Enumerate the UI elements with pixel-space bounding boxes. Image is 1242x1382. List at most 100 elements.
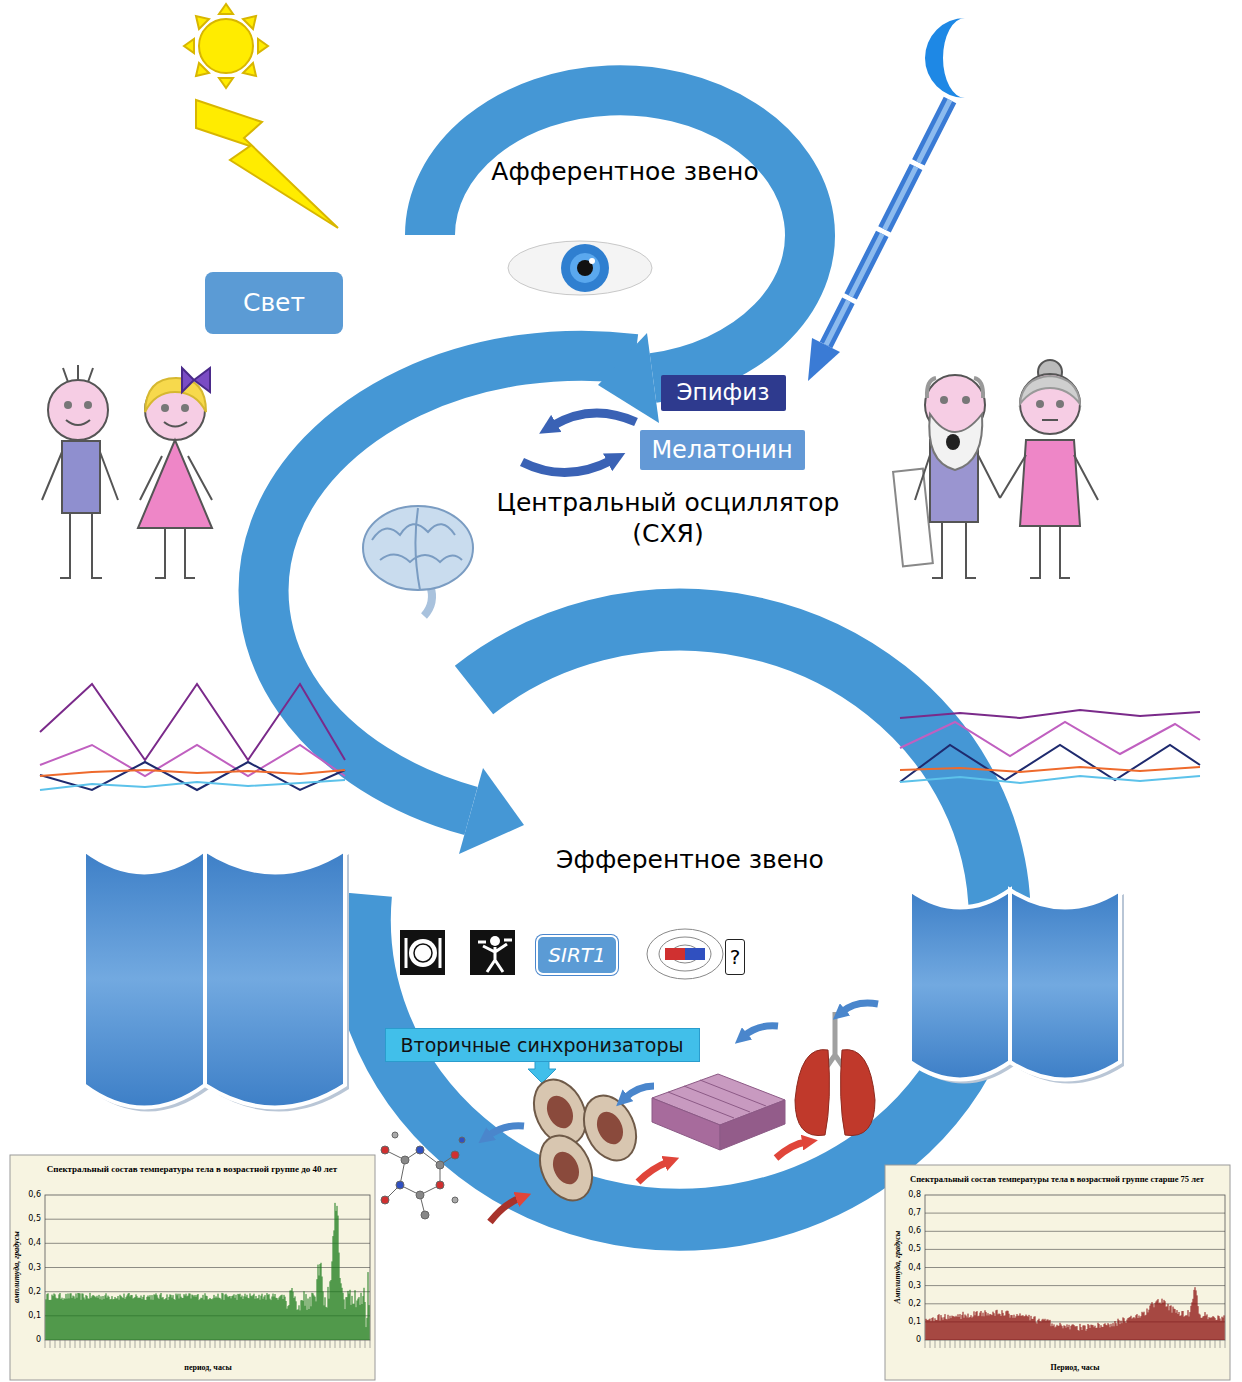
axis-ticks (925, 1340, 1225, 1348)
magnet-pole (685, 948, 705, 960)
brain (363, 506, 473, 590)
blue-arrow (625, 1086, 654, 1098)
chart-frame (10, 1155, 375, 1380)
afferent-arc (430, 90, 810, 378)
atom (451, 1151, 459, 1159)
wave-line (40, 770, 345, 776)
boy-body (62, 441, 100, 513)
tick-label: 0,4 (908, 1263, 921, 1273)
man-limbs (915, 455, 1000, 578)
tissue-icon (652, 1074, 785, 1150)
atom (392, 1132, 398, 1138)
node-text: Эпифиз (677, 379, 770, 407)
eye-icon (508, 241, 652, 295)
children-figures (42, 365, 212, 578)
tick-label: 0,3 (28, 1263, 41, 1273)
molecule-icon (381, 1132, 465, 1219)
woman-eye (1056, 400, 1064, 408)
boy-eye (64, 401, 72, 409)
wave-line (900, 745, 1200, 782)
sun-ray (184, 39, 194, 53)
eye-iris (561, 244, 609, 292)
axis-ticks (45, 1340, 370, 1348)
boy-eye (84, 401, 92, 409)
girl-eye (161, 404, 169, 412)
red-arrow (776, 1142, 806, 1158)
ribbon-panel (84, 850, 205, 1108)
ribbon-panel (205, 850, 345, 1108)
arc-arrow-head (459, 768, 524, 854)
atom (396, 1181, 404, 1189)
node-text: SIRT1 (548, 943, 605, 967)
man-hair (927, 378, 983, 398)
figure-head (490, 936, 500, 946)
blue-arrow (842, 1003, 878, 1012)
tick-label: 0,5 (28, 1214, 41, 1224)
plot-area (45, 1195, 370, 1340)
axis-label: Период, часы (1051, 1363, 1100, 1373)
man-mouth (946, 434, 960, 450)
nucleus (548, 1148, 584, 1189)
tick-label: 0,7 (908, 1208, 921, 1218)
gene-box: SIRT1 (536, 935, 617, 975)
chart-title: Спектральный состав температуры тела в в… (15, 1164, 370, 1175)
tick-label: 0,6 (28, 1190, 41, 1200)
plot-area (925, 1195, 1225, 1340)
axis-label: Амплитуда, градусы (893, 1231, 903, 1304)
axis-label: амплитуда, градусы (12, 1231, 22, 1302)
atom (416, 1191, 424, 1199)
sun-ray (219, 78, 233, 88)
moon (925, 18, 965, 98)
nucleus (592, 1108, 628, 1149)
bond (385, 1150, 455, 1215)
lungs-icon (795, 1012, 875, 1136)
tick-label: 0,2 (28, 1287, 41, 1297)
girl-eye (181, 404, 189, 412)
tissue-side (720, 1100, 785, 1150)
wave-line (40, 762, 345, 790)
red-arrow (490, 1198, 520, 1222)
cane-board (893, 469, 933, 567)
brain-icon (363, 506, 473, 616)
oscillator-label: Центральный осциллятор (СХЯ) (478, 487, 858, 550)
hormone-box: Мелатонин (640, 430, 805, 470)
plate (414, 944, 432, 962)
atom (401, 1156, 409, 1164)
node-text: Мелатонин (651, 436, 792, 465)
icon-ground (400, 930, 445, 975)
cycle-arrow (552, 413, 636, 426)
atom (416, 1146, 424, 1154)
figure-body (478, 940, 512, 972)
brain-folds (372, 508, 462, 590)
organ-box: Эпифиз (661, 375, 786, 411)
tissue-front (652, 1098, 720, 1150)
woman-dress (1020, 440, 1080, 526)
atom (452, 1197, 458, 1203)
wave-line (40, 780, 345, 790)
boy-limbs (42, 452, 118, 578)
cycle-arcs (264, 90, 1000, 1220)
eye-white (508, 241, 652, 295)
atom (436, 1161, 444, 1169)
tick-label: 0,6 (908, 1226, 921, 1236)
spectrum-chart (10, 1155, 375, 1380)
girl-bow (182, 368, 194, 392)
wave-line (900, 767, 1200, 772)
sun-ray (258, 39, 268, 53)
tick-label: 0,1 (28, 1311, 41, 1321)
eye-highlight (589, 258, 595, 264)
blue-arrow (744, 1026, 778, 1036)
man-eye (940, 396, 948, 404)
unknown-box: ? (725, 939, 746, 975)
moon-icon (808, 18, 965, 381)
atom (436, 1181, 444, 1189)
nucleus (542, 1092, 578, 1133)
atom (459, 1137, 465, 1143)
rhythm-waves-old (900, 710, 1200, 783)
field-line (659, 937, 711, 971)
input-box: Свет (205, 272, 343, 334)
atom (421, 1211, 429, 1219)
node-text: Вторичные синхронизаторы (401, 1034, 684, 1057)
tick-label: 0 (916, 1335, 921, 1345)
eye-iris (570, 253, 600, 283)
